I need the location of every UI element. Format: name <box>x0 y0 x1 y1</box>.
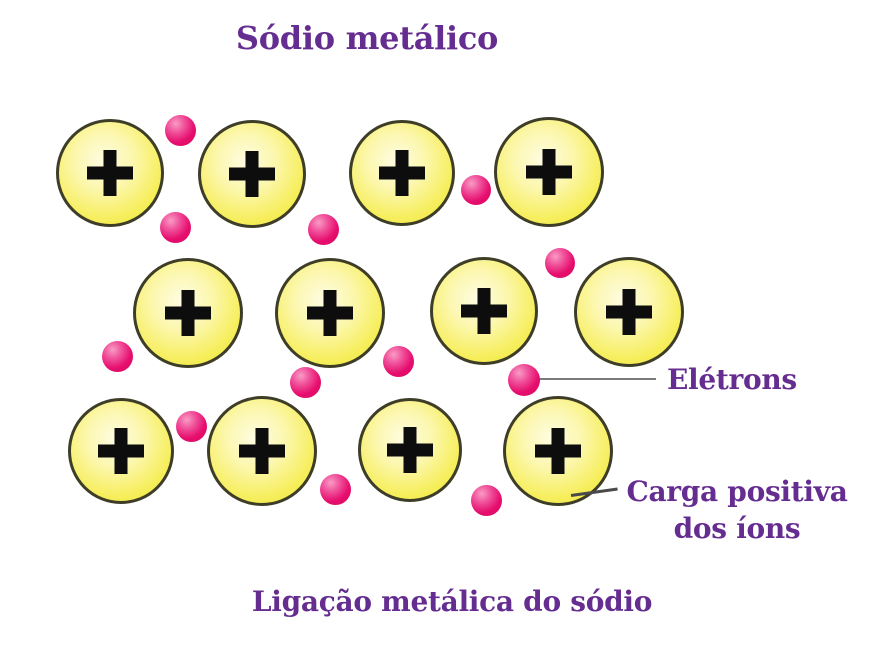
plus-icon <box>577 260 681 364</box>
plus-icon <box>59 122 161 224</box>
electron <box>307 213 339 245</box>
plus-icon <box>497 120 601 224</box>
plus-icon <box>506 399 610 503</box>
electrons-leader-line <box>539 378 656 380</box>
electron <box>461 175 491 205</box>
sodium-ion <box>275 258 385 368</box>
electron <box>289 366 321 398</box>
plus-icon <box>433 260 535 362</box>
diagram-title: Sódio metálico <box>235 19 499 57</box>
electron <box>319 473 351 505</box>
electron <box>545 248 575 278</box>
electron <box>159 211 191 243</box>
electron <box>508 364 540 396</box>
positive-charge-label-line1: Carga positiva <box>626 475 848 508</box>
electron <box>470 484 502 516</box>
electron <box>382 345 414 377</box>
positive-charge-label: Carga positiva dos íons <box>626 473 847 547</box>
plus-icon <box>71 401 171 501</box>
sodium-ion <box>133 258 243 368</box>
electrons-label: Elétrons <box>667 363 797 396</box>
plus-icon <box>136 261 240 365</box>
plus-icon <box>361 401 459 499</box>
positive-charge-label-line2: dos íons <box>673 512 801 545</box>
sodium-ion <box>358 398 462 502</box>
sodium-ion <box>198 120 306 228</box>
sodium-ion <box>494 117 604 227</box>
sodium-ion <box>574 257 684 367</box>
sodium-ion <box>430 257 538 365</box>
sodium-ion <box>68 398 174 504</box>
sodium-ion <box>349 120 455 226</box>
plus-icon <box>278 261 382 365</box>
plus-icon <box>201 123 303 225</box>
sodium-ion <box>503 396 613 506</box>
sodium-ion <box>56 119 164 227</box>
electron <box>175 410 207 442</box>
electron <box>101 340 133 372</box>
diagram-caption: Ligação metálica do sódio <box>251 585 653 618</box>
sodium-ion <box>207 396 317 506</box>
electron <box>164 114 196 146</box>
plus-icon <box>210 399 314 503</box>
plus-icon <box>352 123 452 223</box>
